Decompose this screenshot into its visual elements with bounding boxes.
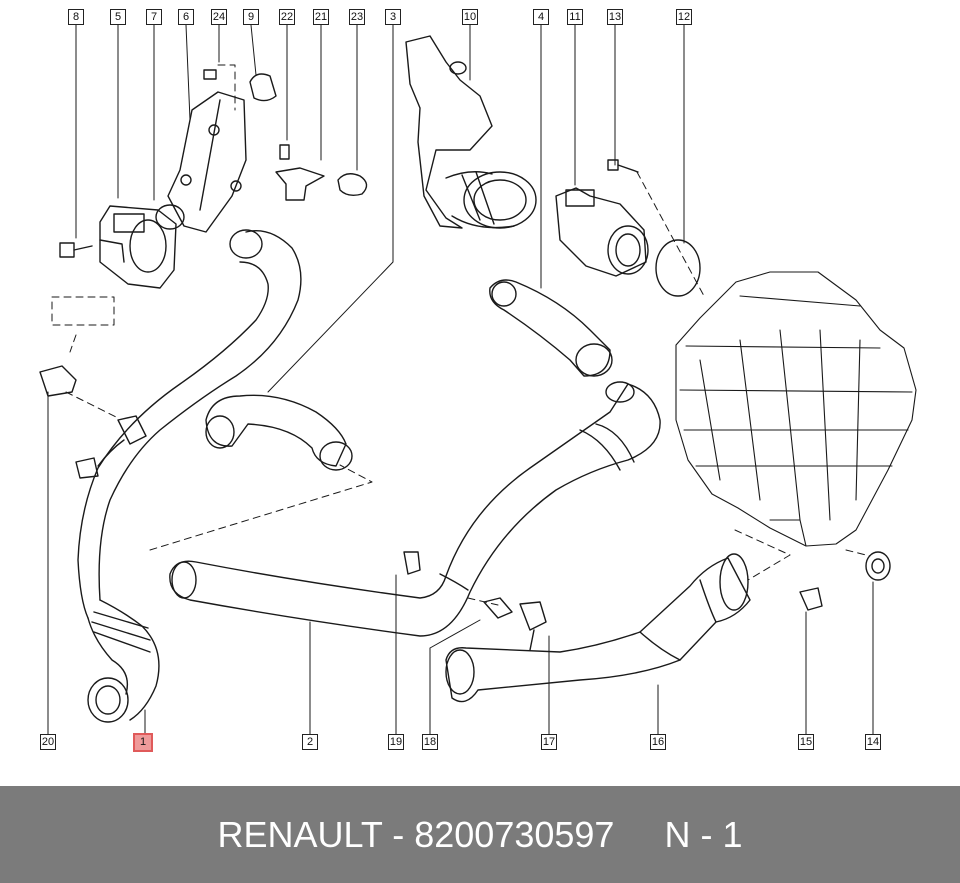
elbow-hose-3 bbox=[205, 394, 353, 471]
o-ring-12 bbox=[655, 239, 701, 297]
throttle-body-5 bbox=[99, 205, 177, 289]
callout-4: 4 bbox=[533, 9, 549, 25]
dashed-lines bbox=[51, 64, 871, 606]
intake-manifold-6 bbox=[167, 91, 247, 233]
hose-4 bbox=[489, 279, 613, 377]
callout-6: 6 bbox=[178, 9, 194, 25]
callout-17: 17 bbox=[541, 734, 557, 750]
fasteners bbox=[403, 551, 547, 651]
parts-diagram: 8 5 7 6 24 9 22 21 23 3 10 4 11 13 12 20… bbox=[39, 9, 917, 752]
air-duct-10 bbox=[405, 35, 537, 229]
footer-part-label: RENAULT - 8200730597 N - 1 bbox=[217, 814, 743, 855]
callout-24: 24 bbox=[211, 9, 227, 25]
bolt-8 bbox=[59, 242, 93, 258]
callout-1-highlighted: 1 bbox=[133, 733, 153, 752]
callout-2: 2 bbox=[302, 734, 318, 750]
callout-12: 12 bbox=[676, 9, 692, 25]
screw-13 bbox=[607, 159, 639, 173]
callout-7: 7 bbox=[146, 9, 162, 25]
callout-23: 23 bbox=[349, 9, 365, 25]
leader-lines bbox=[47, 24, 874, 736]
outlet-pipe-16 bbox=[445, 553, 751, 703]
callout-11: 11 bbox=[567, 9, 583, 25]
small-hardware bbox=[203, 69, 368, 201]
callout-15: 15 bbox=[798, 734, 814, 750]
sensor-20 bbox=[39, 365, 147, 479]
hose-1 bbox=[77, 229, 302, 723]
callout-5: 5 bbox=[110, 9, 126, 25]
callout-10: 10 bbox=[462, 9, 478, 25]
callout-22: 22 bbox=[279, 9, 295, 25]
air-flow-meter-11 bbox=[555, 187, 649, 277]
callout-19: 19 bbox=[388, 734, 404, 750]
part-number-footer: RENAULT - 8200730597 N - 1 bbox=[0, 786, 960, 883]
callout-14: 14 bbox=[865, 734, 881, 750]
callout-3: 3 bbox=[385, 9, 401, 25]
pipe-2 bbox=[169, 381, 661, 637]
callout-21: 21 bbox=[313, 9, 329, 25]
callout-13: 13 bbox=[607, 9, 623, 25]
callout-20: 20 bbox=[40, 734, 56, 750]
grommet-14 bbox=[865, 551, 891, 581]
callout-16: 16 bbox=[650, 734, 666, 750]
clip-15 bbox=[799, 587, 823, 611]
callout-8: 8 bbox=[68, 9, 84, 25]
seal-7 bbox=[155, 204, 185, 230]
callout-9: 9 bbox=[243, 9, 259, 25]
callout-18: 18 bbox=[422, 734, 438, 750]
air-filter-housing bbox=[675, 271, 917, 547]
diagram-drawing bbox=[39, 24, 917, 736]
